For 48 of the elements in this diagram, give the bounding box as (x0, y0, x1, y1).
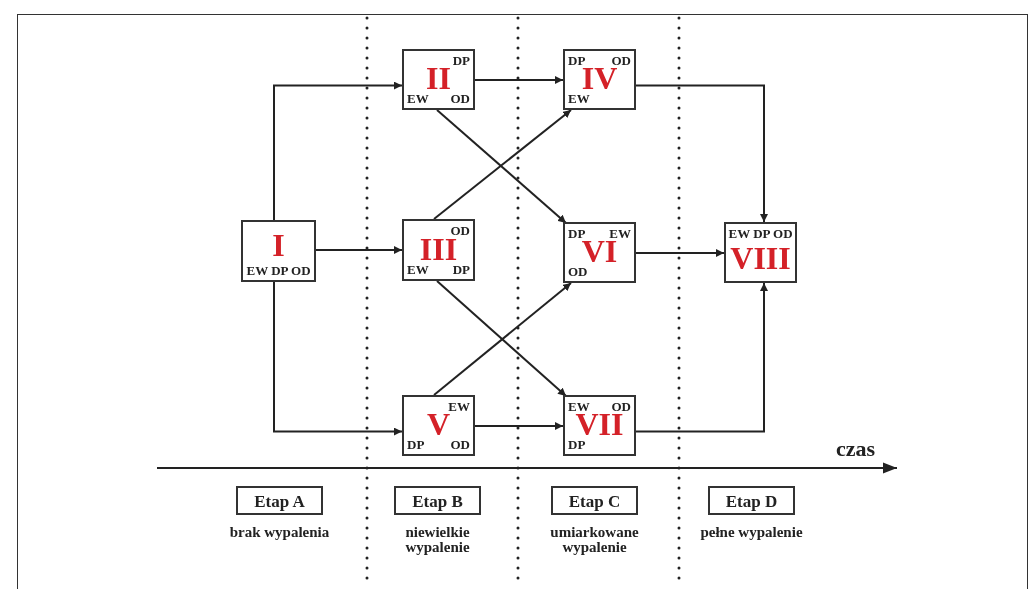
state-box (402, 49, 475, 110)
factor-label: OD (568, 265, 588, 278)
arrow (315, 246, 403, 254)
state-box (241, 220, 316, 282)
stage-box (551, 486, 638, 515)
factor-label: EW (407, 263, 429, 276)
state-numeral: II (426, 62, 451, 95)
stage-box (708, 486, 795, 515)
factor-label: DP (452, 54, 470, 67)
factor-label: DP (452, 263, 470, 276)
stage-description: pełne wypalenie (699, 525, 804, 540)
factor-label: EW (407, 92, 429, 105)
factor-label: EW DP OD (246, 264, 311, 277)
state-numeral: I (272, 229, 285, 262)
state-box (724, 222, 797, 283)
arrow (635, 249, 725, 257)
stage-description: brak wypalenia (228, 525, 331, 540)
state-box (563, 395, 636, 456)
factor-label: DP (407, 438, 425, 451)
factor-label: EW (448, 400, 470, 413)
state-box (402, 395, 475, 456)
arrow (273, 81, 403, 221)
stage-name: Etap B (412, 492, 463, 509)
state-box (563, 222, 636, 283)
stage-box (236, 486, 323, 515)
factor-label: OD (611, 400, 631, 413)
stage-name: Etap C (568, 492, 621, 509)
factor-label: OD (450, 438, 470, 451)
factor-label: DP (568, 227, 586, 240)
state-box (402, 219, 475, 281)
stage-description: niewielkie wypalenie (404, 525, 471, 555)
stage-name: Etap D (725, 492, 778, 509)
factor-label: EW DP OD (728, 227, 793, 240)
arrow (474, 422, 564, 430)
arrow (273, 281, 403, 436)
arrow (474, 76, 564, 84)
factor-label: DP (568, 438, 586, 451)
arrow (635, 84, 768, 223)
stage-box (394, 486, 481, 515)
state-box (563, 49, 636, 110)
stage-name: Etap A (254, 492, 305, 509)
factor-label: OD (450, 92, 470, 105)
factor-label: EW (568, 92, 590, 105)
state-numeral: VIII (730, 242, 791, 275)
arrow (635, 282, 768, 433)
axis-label: czas (836, 438, 876, 460)
factor-label: DP (568, 54, 586, 67)
stage-description: umiarkowane wypalenie (549, 525, 640, 555)
